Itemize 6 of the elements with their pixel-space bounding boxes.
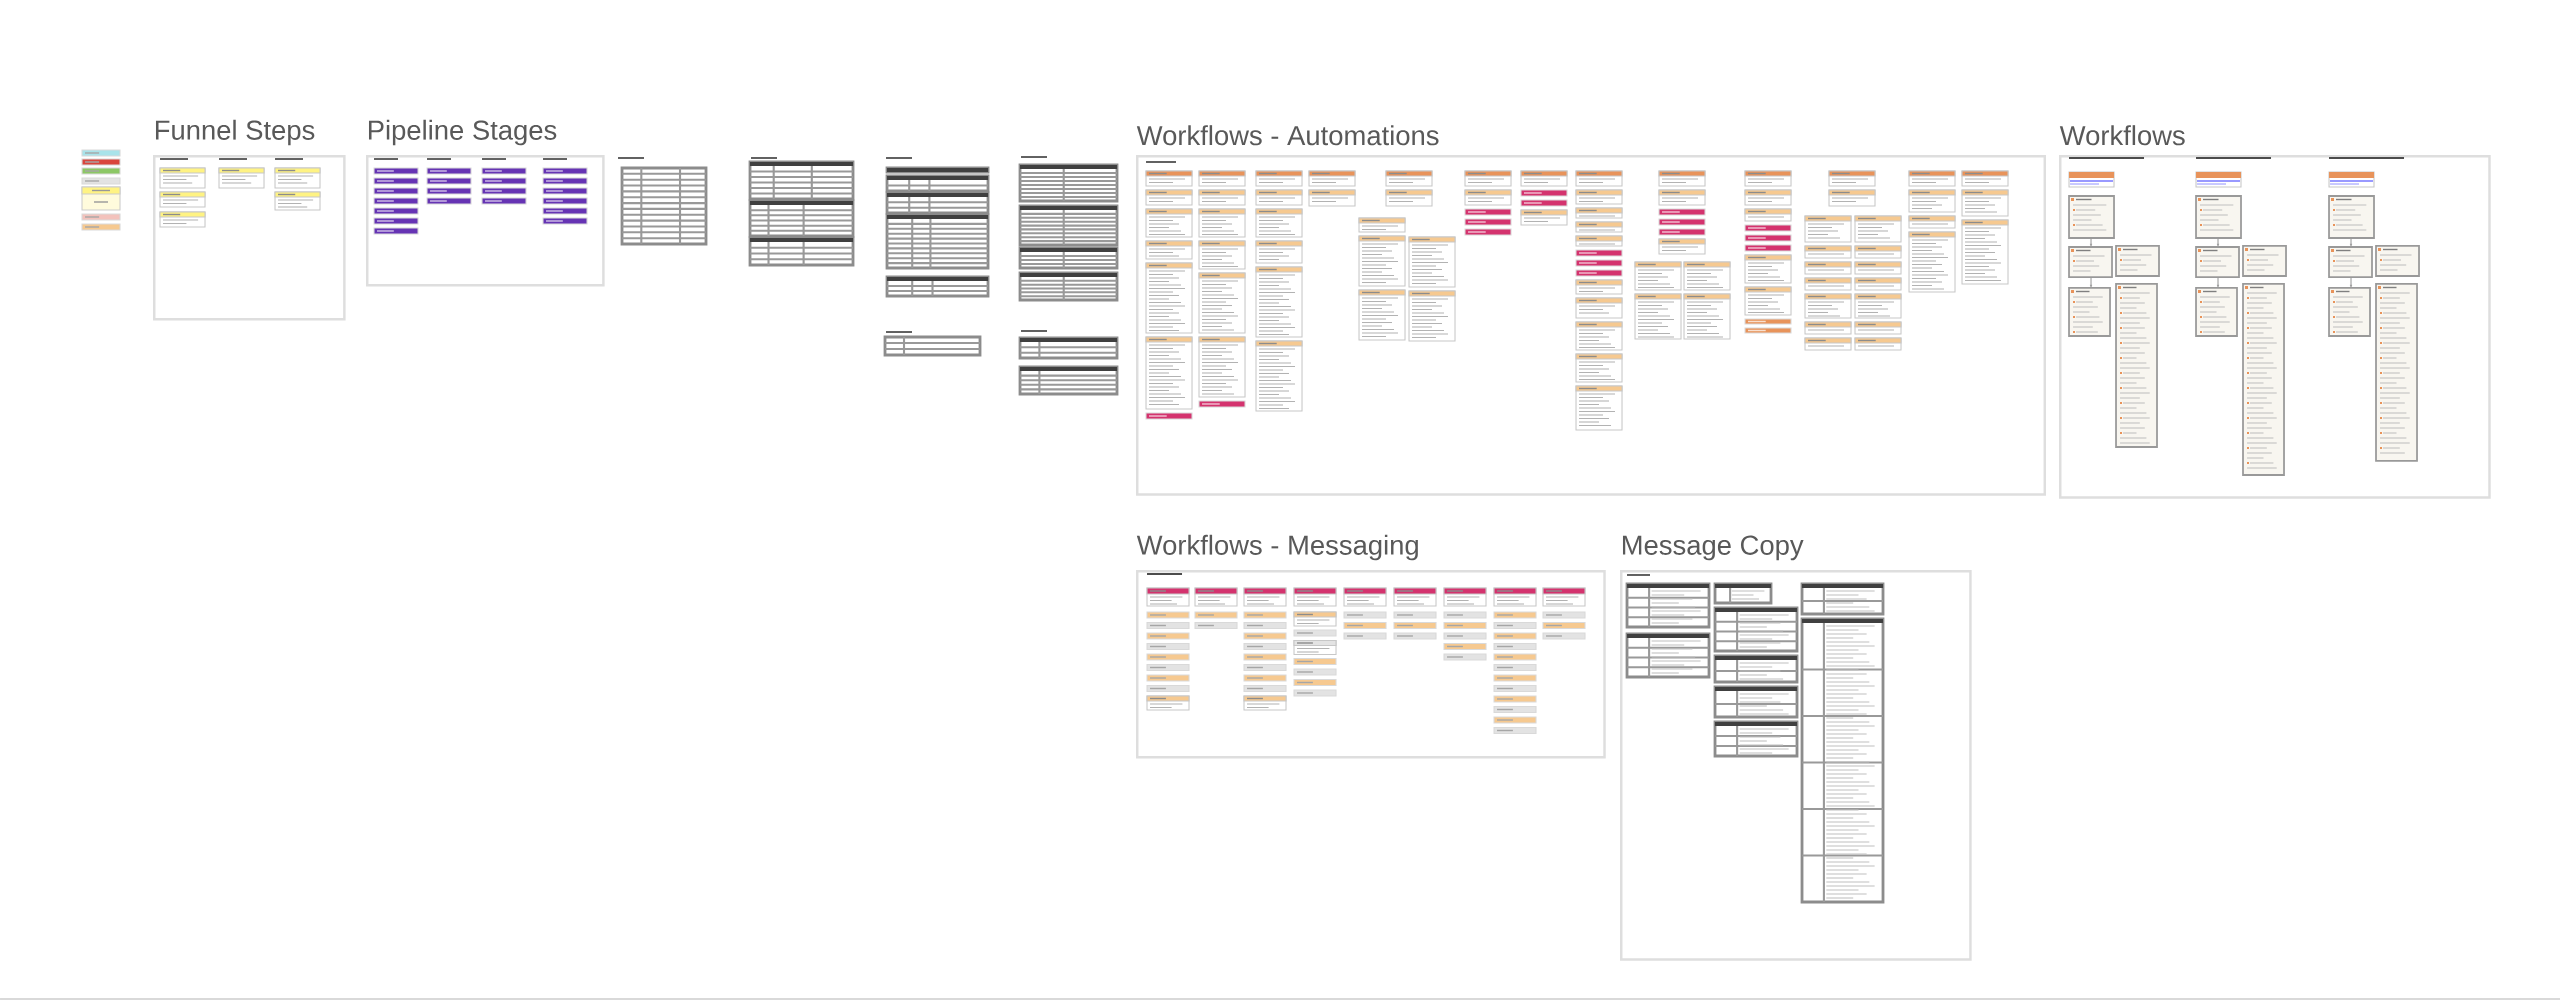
section-heading: Funnel Steps bbox=[156, 119, 315, 146]
section-heading: Message Copy bbox=[1623, 535, 1804, 561]
section-heading: Workflows - Automations bbox=[1136, 125, 1439, 146]
section-heading: Pipeline Stages bbox=[369, 119, 557, 146]
section-heading: Workflows bbox=[2059, 125, 2185, 146]
section-heading: Workflows - Messaging bbox=[1136, 534, 1418, 561]
